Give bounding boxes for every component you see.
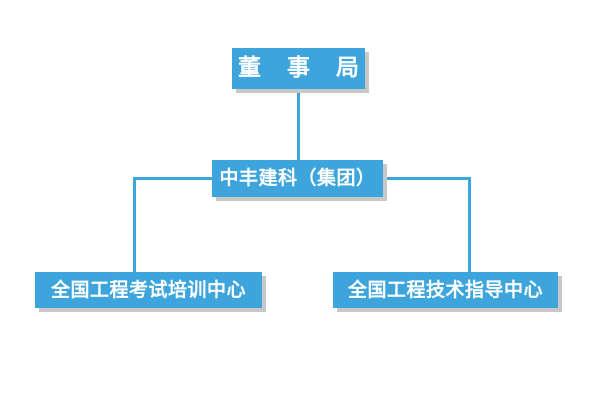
org-node-board-label: 董 事 局 xyxy=(238,55,369,81)
org-node-exam-center[interactable]: 全国工程考试培训中心 xyxy=(35,272,262,308)
org-node-tech-center-label: 全国工程技术指导中心 xyxy=(347,278,543,301)
connector-group-left-stub xyxy=(133,177,212,180)
connector-group-to-exam-center xyxy=(133,177,136,272)
connector-board-to-group xyxy=(297,89,300,160)
org-node-group[interactable]: 中丰建科（集团） xyxy=(212,160,383,197)
org-node-tech-center[interactable]: 全国工程技术指导中心 xyxy=(333,272,558,308)
connector-group-to-tech-center xyxy=(468,177,471,272)
org-node-exam-center-label: 全国工程考试培训中心 xyxy=(50,278,246,301)
org-node-board[interactable]: 董 事 局 xyxy=(232,48,365,89)
connector-group-right-stub xyxy=(383,177,471,180)
org-node-group-label: 中丰建科（集团） xyxy=(219,167,376,189)
